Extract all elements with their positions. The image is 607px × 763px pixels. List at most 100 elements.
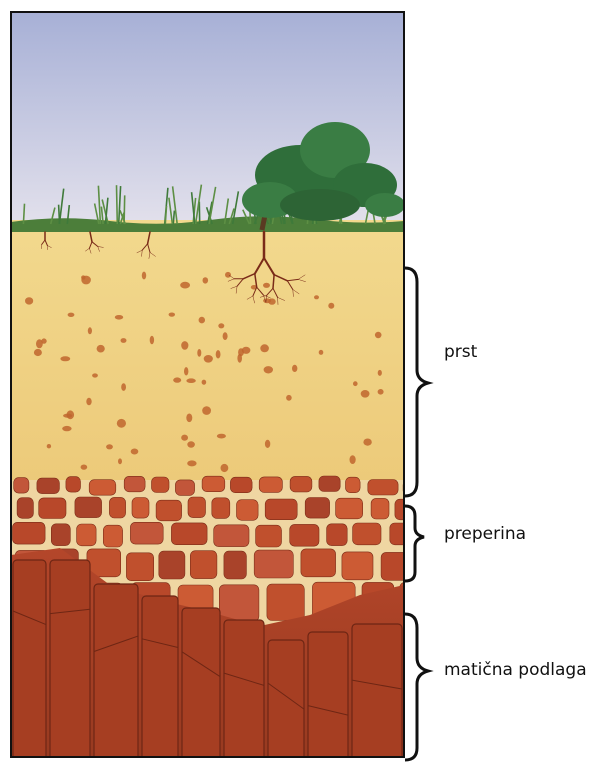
stone [371, 498, 389, 519]
pebble [319, 350, 324, 355]
stone [156, 500, 182, 521]
pebble [131, 449, 139, 455]
pebble [375, 332, 382, 338]
pebble [292, 365, 297, 372]
stone [175, 480, 194, 496]
bedrock-block [352, 624, 402, 760]
pebble [328, 303, 334, 309]
pebble [173, 377, 181, 382]
pebble [36, 339, 43, 348]
pebble [264, 366, 273, 373]
pebble [223, 332, 228, 340]
bedrock-block [224, 620, 264, 760]
pebble [217, 434, 226, 439]
pebble [361, 390, 370, 398]
stone [77, 524, 97, 546]
pebble [204, 355, 213, 363]
pebble [60, 356, 70, 361]
stone [301, 549, 336, 577]
stone [132, 498, 149, 519]
pebble [263, 298, 271, 303]
pebble [218, 323, 224, 328]
stone [224, 551, 247, 579]
pebble [186, 378, 195, 383]
stone [66, 477, 81, 493]
pebble [202, 380, 207, 385]
bedrock-block [308, 632, 348, 760]
pebble [202, 406, 211, 415]
stone [37, 478, 60, 494]
stone [267, 584, 304, 620]
stone [259, 477, 282, 493]
pebble [47, 444, 51, 448]
grass-blade [173, 211, 174, 224]
stone [319, 476, 340, 492]
pebble [265, 440, 270, 448]
stone [130, 522, 163, 544]
pebble [118, 458, 122, 464]
pebble [353, 381, 358, 386]
stone [214, 525, 249, 547]
stone [152, 477, 170, 493]
grass-blade [23, 204, 24, 224]
pebble [216, 350, 221, 358]
stone [51, 524, 70, 546]
stone [237, 500, 259, 521]
grass-blade [117, 185, 118, 224]
pebble [106, 444, 113, 449]
grass-blade [59, 205, 60, 224]
grass-blade [124, 195, 125, 224]
stone [159, 551, 185, 579]
stone [219, 585, 259, 621]
pebble [169, 313, 175, 317]
pebble [314, 295, 319, 299]
stone [188, 497, 206, 518]
pebble [187, 441, 195, 447]
stone [13, 522, 46, 544]
pebble [350, 455, 356, 464]
pebble [221, 464, 229, 472]
label-prst: prst [444, 342, 477, 362]
bedrock-block [13, 560, 46, 760]
pebble [286, 395, 292, 401]
pebble [186, 414, 192, 423]
pebble [184, 367, 188, 375]
stone [290, 524, 319, 546]
pebble [97, 345, 105, 353]
pebble [68, 313, 75, 317]
pebble [25, 297, 33, 304]
bedrock-block [268, 640, 304, 760]
pebble [88, 327, 92, 334]
pebble [225, 272, 231, 278]
pebble [81, 275, 85, 279]
pebble [237, 354, 242, 363]
prst-brace [405, 268, 428, 496]
maticna-podlaga-brace [405, 614, 428, 760]
stone [395, 499, 425, 520]
preperina-brace [405, 506, 424, 581]
stone [171, 523, 207, 545]
stone [254, 550, 293, 578]
stone [39, 498, 66, 519]
stone [265, 499, 297, 520]
pebble [67, 410, 75, 419]
stone [75, 497, 102, 518]
stone [17, 498, 33, 519]
stone [89, 480, 116, 496]
pebble [92, 373, 98, 377]
stone [190, 551, 217, 579]
pebble [197, 349, 201, 357]
pebble [181, 341, 188, 350]
pebble [81, 465, 88, 470]
stone [212, 498, 230, 519]
stone [109, 497, 125, 518]
pebble [121, 338, 127, 343]
pebble [242, 347, 251, 354]
pebble [180, 282, 190, 289]
stone [14, 478, 29, 494]
stone [103, 525, 122, 547]
pebble [121, 383, 126, 391]
pebble [378, 370, 382, 376]
stone [290, 476, 312, 492]
